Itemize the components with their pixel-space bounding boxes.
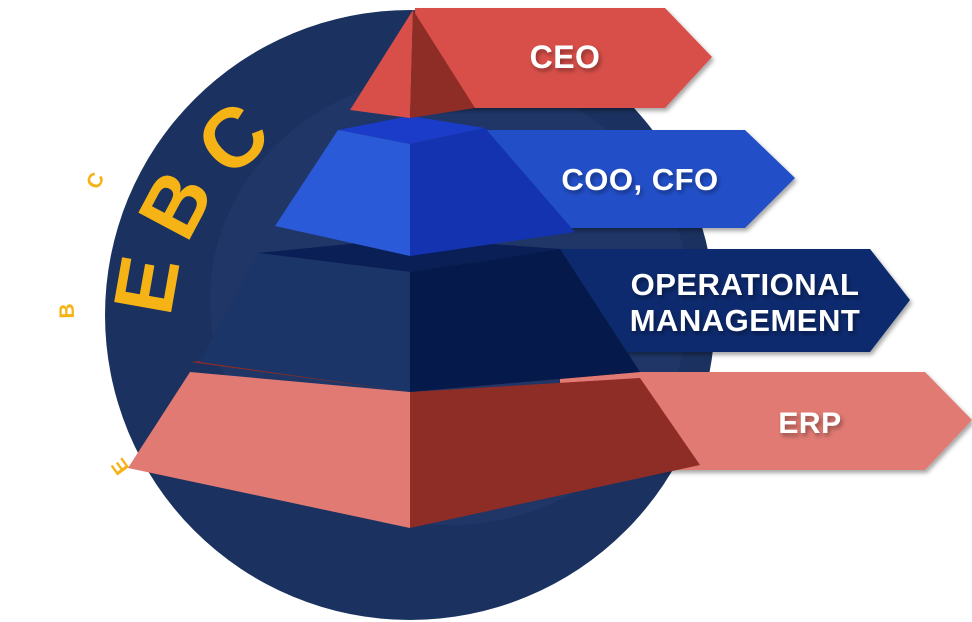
- coo-cfo-arrow: [480, 130, 795, 228]
- erp-label: ERP: [778, 407, 841, 440]
- level-coo-cfo: COO, CFO: [275, 116, 795, 256]
- coo-cfo-pyramid-top: [338, 116, 485, 144]
- ceo-label: CEO: [530, 39, 601, 75]
- ring-word-business: USINESS: [56, 183, 103, 301]
- ring-initial-b: B: [56, 301, 79, 319]
- erp-pyramid-left: [128, 372, 410, 528]
- coo-cfo-pyramid-left: [275, 130, 410, 256]
- ceo-arrow: [415, 8, 712, 108]
- operational-arrow: [520, 249, 910, 352]
- level-ceo: CEO: [350, 8, 712, 118]
- level-operational-management: OPERATIONAL MANAGEMENT: [200, 238, 910, 392]
- coo-cfo-pyramid-right: [410, 128, 575, 256]
- ceo-pyramid-left: [350, 10, 413, 118]
- operational-label-line2: MANAGEMENT: [630, 303, 861, 338]
- operational-pyramid-left: [200, 253, 410, 392]
- ceo-pyramid-right: [410, 10, 475, 118]
- operational-label-line1: OPERATIONAL: [631, 267, 860, 302]
- coo-cfo-label: COO, CFO: [561, 162, 718, 197]
- operational-pyramid-right: [410, 249, 640, 392]
- erp-pyramid-right: [410, 378, 700, 528]
